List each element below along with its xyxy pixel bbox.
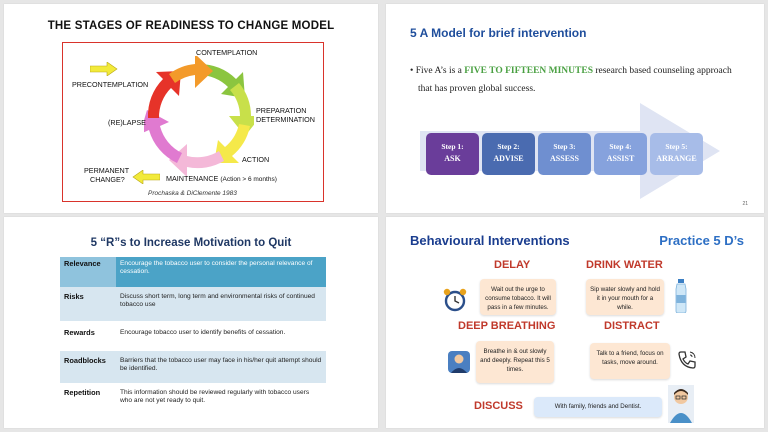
label-change: CHANGE? <box>90 175 125 184</box>
row-text: Encourage the tobacco user to consider t… <box>116 257 326 287</box>
slide4-subtitle: Practice 5 D’s <box>659 233 744 248</box>
table-row: Rewards Encourage tobacco user to identi… <box>60 321 326 351</box>
maintenance-note: (Action > 6 months) <box>220 176 277 183</box>
label-preparation: PREPARATION <box>256 106 307 115</box>
slide-5r-motivation[interactable]: 5 “R”s to Increase Motivation to Quit Re… <box>4 217 378 428</box>
arrow-orange <box>169 56 213 88</box>
row-key: Roadblocks <box>60 351 116 383</box>
bullet-rest: research based counseling approach <box>592 66 732 76</box>
page-number: 21 <box>742 201 748 207</box>
citation: Prochaska & DiClemente 1983 <box>148 190 237 197</box>
step-assess[interactable]: Step 3: ASSESS <box>538 133 591 175</box>
label-action: ACTION <box>242 155 270 164</box>
row-key: Relevance <box>60 257 116 287</box>
row-text: Barriers that the tobacco user may face … <box>116 351 326 383</box>
row-text: Discuss short term, long term and enviro… <box>116 287 326 321</box>
delay-heading: DELAY <box>494 259 531 271</box>
deep-breathing-text-box: Breathe in & out slowly and deeply. Repe… <box>476 341 554 383</box>
slide2-bullet: • Five A’s is a FIVE TO FIFTEEN MINUTES … <box>410 66 732 94</box>
step-assist[interactable]: Step 4: ASSIST <box>594 133 647 175</box>
arrow-red <box>147 71 181 118</box>
row-key: Repetition <box>60 383 116 413</box>
deep-breathing-heading: DEEP BREATHING <box>458 320 556 332</box>
precontemplation-arrow-icon <box>90 62 118 76</box>
arrow-yellowgreen <box>229 83 254 136</box>
label-precontemplation: PRECONTEMPLATION <box>72 80 149 89</box>
step-arrange[interactable]: Step 5: ARRANGE <box>650 133 703 175</box>
bullet-highlight: FIVE TO FIFTEEN MINUTES <box>464 66 593 76</box>
dentist-avatar-icon <box>668 385 694 423</box>
discuss-heading: DISCUSS <box>474 400 523 412</box>
label-permanent: PERMANENT <box>84 166 130 175</box>
arrow-magenta <box>144 110 182 163</box>
slide4-title: Behavioural Interventions <box>410 233 570 248</box>
step-label: Step 1: <box>441 142 464 151</box>
label-determination: DETERMINATION <box>256 115 315 124</box>
permanent-change-arrow-icon <box>132 170 160 184</box>
alarm-clock-icon <box>443 288 467 312</box>
person-breathing-icon <box>448 351 470 373</box>
step-name: ASSESS <box>550 154 579 163</box>
step-name: ADVISE <box>493 154 524 163</box>
row-key: Rewards <box>60 321 116 351</box>
distract-text-box: Talk to a friend, focus on tasks, move a… <box>590 343 670 379</box>
slide-5a-model[interactable]: 5 A Model for brief intervention • Five … <box>386 4 764 213</box>
row-text: Encourage tobacco user to identify benef… <box>116 321 326 351</box>
drink-water-text-box: Sip water slowly and hold it in your mou… <box>586 279 664 315</box>
step-name: ASK <box>444 154 461 163</box>
bullet-line2: that has proven global success. <box>418 84 536 94</box>
label-contemplation: CONTEMPLATION <box>196 48 258 57</box>
slide3-title: 5 “R”s to Increase Motivation to Quit <box>90 237 292 249</box>
slide2-title: 5 A Model for brief intervention <box>410 26 587 40</box>
step-name: ARRANGE <box>656 154 697 163</box>
step-advise[interactable]: Step 2: ADVISE <box>482 133 535 175</box>
slide1-title: THE STAGES OF READINESS TO CHANGE MODEL <box>47 20 335 32</box>
step-label: Step 4: <box>609 142 632 151</box>
cycle-arrows-diagram <box>144 56 254 176</box>
phone-icon <box>678 351 696 369</box>
label-maintenance: MAINTENANCE (Action > 6 months) <box>166 174 277 184</box>
step-label: Step 5: <box>665 142 688 151</box>
delay-text-box: Wait out the urge to consume tobacco. It… <box>480 279 556 315</box>
bullet-prefix: Five A’s is a <box>415 66 465 76</box>
arrow-pink <box>169 144 224 176</box>
step-ask[interactable]: Step 1: ASK <box>426 133 479 175</box>
row-key: Risks <box>60 287 116 321</box>
distract-heading: DISTRACT <box>604 320 660 332</box>
slide-behavioural-interventions[interactable]: Behavioural Interventions Practice 5 D’s… <box>386 217 764 428</box>
table-row: Repetition This information should be re… <box>60 383 326 413</box>
arrow-yellow <box>214 124 250 163</box>
step-label: Step 3: <box>553 142 576 151</box>
label-relapse: (RE)LAPSE <box>108 118 146 127</box>
maintenance-text: MAINTENANCE <box>166 174 219 183</box>
table-row: Risks Discuss short term, long term and … <box>60 287 326 321</box>
table-row: Roadblocks Barriers that the tobacco use… <box>60 351 326 383</box>
5r-table: Relevance Encourage the tobacco user to … <box>60 257 326 413</box>
discuss-text-box: With family, friends and Dentist. <box>534 397 662 417</box>
step-name: ASSIST <box>606 154 635 163</box>
table-row: Relevance Encourage the tobacco user to … <box>60 257 326 287</box>
step-label: Step 2: <box>497 142 520 151</box>
slide-stages-of-change[interactable]: THE STAGES OF READINESS TO CHANGE MODEL … <box>4 4 378 213</box>
water-bottle-icon <box>675 279 687 313</box>
drink-water-heading: DRINK WATER <box>586 259 663 271</box>
row-text: This information should be reviewed regu… <box>116 383 326 413</box>
